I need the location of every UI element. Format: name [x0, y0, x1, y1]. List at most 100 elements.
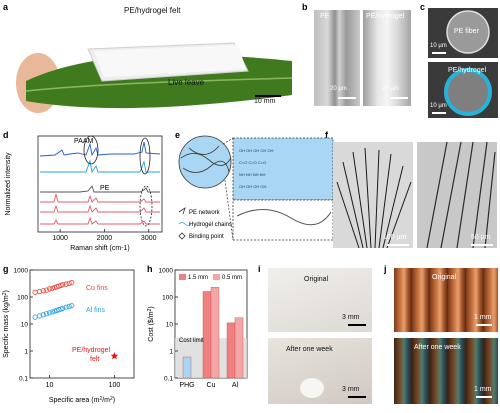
- pe-hydrogel-cross-label: PE/hydrogel: [448, 67, 487, 74]
- legend-swatch-15mm: [179, 274, 186, 280]
- zoom-box: [232, 137, 334, 201]
- leaf-photo-svg: [16, 42, 292, 113]
- panel-c: c PE fiber 10 µm PE/hydrogel 10 µm: [420, 0, 500, 120]
- phg-felt-label-2: felt: [90, 356, 99, 363]
- al-fins-point: [66, 303, 72, 309]
- i-after-label: After one week: [286, 346, 333, 353]
- highlight-ellipse-1: [83, 135, 99, 165]
- d-xtick-label: 1000: [52, 235, 68, 242]
- g-ytick-label: 1: [24, 349, 28, 356]
- raman-chart: Normalized intensity Raman shift (cm-1) …: [5, 135, 163, 252]
- scale-bar-b-right: [390, 97, 408, 99]
- cost-bar-cu-0: [202, 291, 212, 379]
- cost-bar-al-0: [226, 322, 236, 379]
- pe-fiber-cross-section: [428, 8, 498, 58]
- pe-fiber-micrograph: [314, 10, 360, 106]
- g-ytick-label: 1000: [14, 268, 29, 275]
- zoom-circle: [178, 135, 232, 189]
- raman-ylabel: Normalized intensity: [5, 152, 12, 216]
- g-xtick-label: 100: [109, 382, 121, 389]
- svg-text:NH NH NH NH: NH NH NH NH: [239, 172, 266, 177]
- j-original-label: Original: [432, 274, 457, 281]
- panel-label-c: c: [420, 2, 426, 12]
- scale-bar-i-bottom: [348, 396, 366, 398]
- cu-fins-point: [49, 285, 55, 291]
- paam-label: PAAM: [74, 138, 93, 145]
- cost-bar-cu-1: [210, 287, 220, 379]
- d-xtick-label: 2000: [97, 235, 113, 242]
- cu-fins-point: [69, 280, 75, 286]
- fiber-micrograph-right: [417, 142, 497, 248]
- panel-label-g: g: [3, 264, 9, 274]
- h-ylabel: Cost ($/m2): [147, 306, 155, 341]
- network-schematic: OH OH OH OH OH C=O C=O C=O NH NH NH NH O…: [178, 135, 334, 241]
- h-category-label: PHG: [179, 382, 194, 389]
- cu-fins-point: [46, 286, 53, 292]
- cu-fins-label: Cu fins: [86, 285, 108, 292]
- scale-bar-j-bottom: [476, 396, 492, 398]
- legend-05mm: 0.5 mm: [222, 275, 242, 281]
- scale-bar-j-top: [476, 324, 492, 326]
- phg-star-point: [110, 352, 119, 360]
- svg-text:OH OH OH OH: OH OH OH OH: [239, 184, 266, 189]
- highlight-ellipse-2: [139, 137, 151, 175]
- legend-binding-point: Binding point: [189, 234, 224, 240]
- cu-fins-point: [32, 289, 38, 295]
- legend-swatch-05mm: [213, 274, 220, 280]
- h-ytick-label: 100: [162, 295, 173, 302]
- pe-hydrogel-micrograph: [363, 10, 411, 106]
- pe-spectrum-label: PE: [100, 185, 110, 192]
- panel-label-a: a: [3, 2, 9, 12]
- cu-fins-point: [43, 287, 50, 293]
- cost-bar-al-1: [234, 317, 244, 379]
- al-fins-point: [46, 310, 53, 316]
- al-fins-point: [69, 303, 75, 309]
- g-ytick-label: 100: [17, 295, 28, 302]
- panel-label-h: h: [147, 264, 153, 274]
- panel-g: g Specific mass (kg/m2) Specific area (m…: [0, 262, 140, 408]
- scale-label-i-top: 3 mm: [342, 314, 360, 321]
- panel-label-d: d: [3, 130, 9, 140]
- svg-text:OH OH OH OH OH: OH OH OH OH OH: [239, 148, 274, 153]
- leaf-vein: [25, 77, 292, 92]
- panel-i: i Original 3 mm After one week 3 mm: [252, 262, 376, 408]
- after-week-copper-photo: [394, 338, 498, 404]
- panel-a: a PE/hydrogel felt Live leave 10 mm: [0, 0, 295, 120]
- g-xtick-label: 10: [46, 382, 54, 389]
- j-after-label: After one week: [414, 344, 461, 351]
- scale-bar-f-left: [387, 244, 409, 246]
- live-leave-label: Live leave: [168, 78, 205, 87]
- cu-fins-point: [40, 288, 46, 294]
- scale-label-b-right: 20 µm: [382, 86, 399, 92]
- scale-bar-c-top: [432, 52, 446, 54]
- g-ytick-label: 0.1: [19, 376, 28, 383]
- legend-hydrogel-chains: Hydrogel chains: [189, 222, 232, 228]
- felt-title: PE/hydrogel felt: [124, 6, 181, 15]
- al-fins-point: [32, 314, 38, 320]
- pe-hydrogel-cross-section: [428, 62, 498, 118]
- after-week-felt-photo: [268, 338, 372, 404]
- felt-top: [94, 45, 246, 77]
- spectrum-red-1: [40, 193, 160, 203]
- scale-bar-i-top: [348, 324, 366, 326]
- legend-15mm: 1.5 mm: [188, 275, 208, 281]
- raman-xlabel: Raman shift (cm-1): [70, 245, 130, 252]
- cu-fins-point: [60, 282, 66, 288]
- scale-label-f-left: 100 µm: [383, 234, 407, 241]
- fiber-micrograph-left: [333, 142, 413, 248]
- cost-limit-label: Cost limit: [179, 338, 204, 344]
- spectrum-red-3: [40, 216, 160, 225]
- scale-label-j-bottom: 1 mm: [474, 386, 492, 393]
- panel-label-e: e: [175, 130, 181, 140]
- svg-text:C=O C=O C=O: C=O C=O C=O: [239, 160, 266, 165]
- original-felt-photo: [268, 268, 372, 332]
- cu-fins-point: [36, 288, 43, 295]
- scale-label-j-top: 1 mm: [474, 314, 492, 321]
- cu-fins-point: [63, 281, 69, 287]
- al-fins-point: [49, 309, 55, 315]
- scale-label-a: 10 mm: [254, 98, 276, 105]
- leaf-photo: [16, 3, 292, 117]
- specific-mass-chart: Specific mass (kg/m2) Specific area (m2/…: [2, 268, 135, 404]
- scale-bar-c-bottom: [432, 112, 446, 114]
